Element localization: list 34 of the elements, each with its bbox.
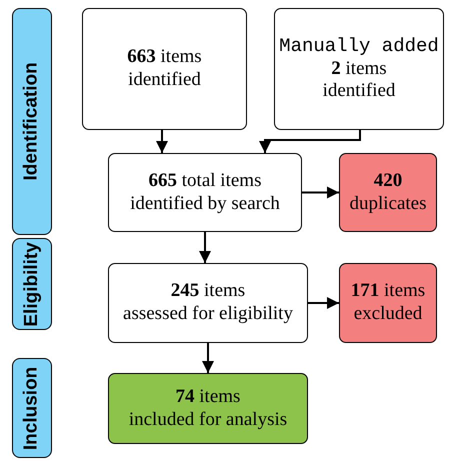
- arrow: [199, 232, 211, 263]
- box-text: assessed for eligibility: [123, 303, 293, 326]
- box-text: duplicates: [349, 192, 427, 216]
- source-name: Manually added: [279, 34, 439, 58]
- stage-label: Identification: [20, 62, 43, 181]
- arrow: [302, 186, 339, 198]
- arrow: [308, 297, 339, 309]
- arrow: [156, 130, 168, 153]
- box-text: included for analysis: [128, 408, 288, 432]
- stage-band: [12, 8, 52, 235]
- box-text: 420: [374, 170, 402, 192]
- box-text: identified by search: [130, 192, 280, 216]
- stage-band: [12, 358, 52, 458]
- stage-label: Inclusion: [20, 366, 43, 450]
- box-text: 74 items: [176, 386, 240, 408]
- box-text: 665 total items: [148, 170, 262, 192]
- process-box: [339, 153, 437, 232]
- arrow: [259, 130, 361, 153]
- stage-band: [12, 238, 52, 330]
- arrow: [202, 343, 214, 373]
- box-text: excluded: [354, 303, 422, 326]
- box-text: 663 items: [127, 46, 202, 69]
- stage-label: Eligibility: [20, 242, 43, 326]
- process-box: [108, 153, 302, 232]
- process-box: [274, 8, 444, 130]
- process-box: [82, 8, 247, 130]
- box-text: 2 items: [331, 58, 387, 80]
- process-box: [108, 263, 308, 343]
- box-text: 245 items: [170, 280, 246, 303]
- box-text: 171 items: [350, 280, 426, 303]
- box-text: identified: [322, 80, 396, 104]
- process-box: [108, 373, 308, 444]
- process-box: [339, 263, 437, 343]
- box-text: identified: [128, 69, 201, 92]
